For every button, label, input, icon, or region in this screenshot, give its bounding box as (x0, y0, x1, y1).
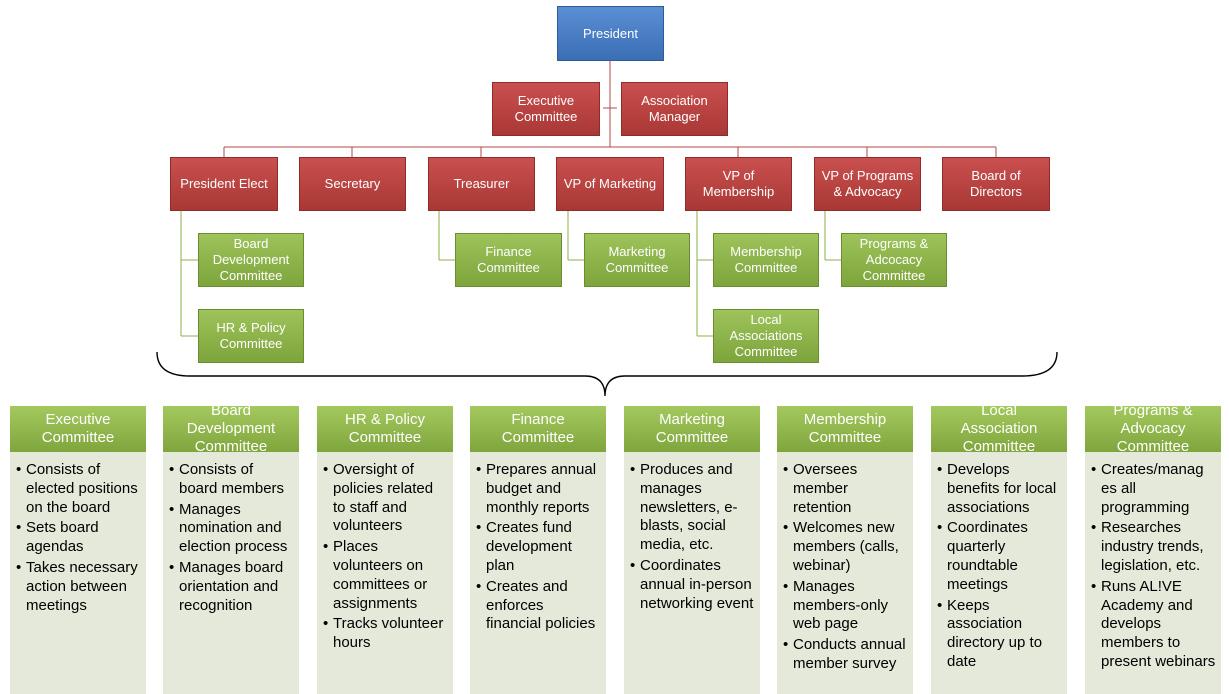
grouping-brace (156, 351, 1058, 397)
list-item: Researches industry trends, legislation,… (1091, 519, 1217, 575)
list-item: Manages board orientation and recognitio… (169, 559, 295, 615)
officer-vp-membership: VP of Membership (685, 157, 792, 211)
officer-vp-programs-advocacy: VP of Programs & Advocacy (814, 157, 921, 211)
panel-list: Consists of board members Manages nomina… (169, 461, 295, 617)
panel-title: Marketing Committee (624, 406, 760, 452)
detail-panel-marketing: Marketing Committee Produces and manages… (624, 406, 760, 694)
list-item: Oversees member retention (783, 461, 909, 517)
officer-president-elect: President Elect (170, 157, 278, 211)
panel-title: Membership Committee (777, 406, 913, 452)
panel-title: Board Development Committee (163, 402, 299, 455)
list-item: Consists of elected positions on the boa… (16, 461, 142, 517)
list-item: Manages members-only web page (783, 578, 909, 634)
detail-panel-hr-policy: HR & Policy Committee Oversight of polic… (317, 406, 453, 694)
committee-membership: Membership Committee (713, 233, 819, 287)
committee-hr-policy: HR & Policy Committee (198, 309, 304, 363)
officer-secretary: Secretary (299, 157, 406, 211)
committee-marketing: Marketing Committee (584, 233, 690, 287)
detail-panel-finance: Finance Committee Prepares annual budget… (470, 406, 606, 694)
panel-title: Programs & Advocacy Committee (1085, 402, 1221, 455)
officer-treasurer: Treasurer (428, 157, 535, 211)
list-item: Creates fund development plan (476, 519, 602, 575)
committee-local-associations: Local Associations Committee (713, 309, 819, 363)
association-manager-box: Association Manager (621, 82, 728, 136)
panel-list: Oversees member retention Welcomes new m… (783, 461, 909, 676)
panel-list: Consists of elected positions on the boa… (16, 461, 142, 617)
detail-panel-membership: Membership Committee Oversees member ret… (777, 406, 913, 694)
committee-finance: Finance Committee (455, 233, 562, 287)
list-item: Consists of board members (169, 461, 295, 499)
list-item: Manages nomination and election process (169, 501, 295, 557)
detail-panel-board-development: Board Development Committee Consists of … (163, 402, 299, 694)
detail-panel-local-association: Local Association Committee Develops ben… (931, 402, 1067, 694)
officer-board-of-directors: Board of Directors (942, 157, 1050, 211)
panel-list: Prepares annual budget and monthly repor… (476, 461, 602, 636)
list-item: Creates/manag es all programming (1091, 461, 1217, 517)
committee-programs-advocacy: Programs & Adcocacy Committee (841, 233, 947, 287)
list-item: Creates and enforces financial policies (476, 578, 602, 634)
list-item: Welcomes new members (calls, webinar) (783, 519, 909, 575)
list-item: Tracks volunteer hours (323, 615, 449, 653)
list-item: Coordinates annual in-person networking … (630, 557, 756, 613)
panel-list: Creates/manag es all programming Researc… (1091, 461, 1217, 674)
detail-panel-executive: Executive Committee Consists of elected … (10, 406, 146, 694)
officer-vp-marketing: VP of Marketing (556, 157, 664, 211)
list-item: Runs AL!VE Academy and develops members … (1091, 578, 1217, 672)
list-item: Places volunteers on committees or assig… (323, 538, 449, 613)
list-item: Oversight of policies related to staff a… (323, 461, 449, 536)
list-item: Takes necessary action between meetings (16, 559, 142, 615)
list-item: Produces and manages newsletters, e-blas… (630, 461, 756, 555)
president-box: President (557, 6, 664, 61)
panel-title: Local Association Committee (931, 402, 1067, 455)
panel-list: Produces and manages newsletters, e-blas… (630, 461, 756, 615)
panel-title: Finance Committee (470, 406, 606, 452)
panel-title: HR & Policy Committee (317, 406, 453, 452)
committee-board-development: Board Development Committee (198, 233, 304, 287)
list-item: Prepares annual budget and monthly repor… (476, 461, 602, 517)
list-item: Coordinates quarterly roundtable meeting… (937, 519, 1063, 594)
panel-title: Executive Committee (10, 406, 146, 452)
list-item: Keeps association directory up to date (937, 597, 1063, 672)
panel-list: Develops benefits for local associations… (937, 461, 1063, 674)
detail-panel-programs-advocacy: Programs & Advocacy Committee Creates/ma… (1085, 402, 1221, 694)
list-item: Sets board agendas (16, 519, 142, 557)
list-item: Develops benefits for local associations (937, 461, 1063, 517)
panel-list: Oversight of policies related to staff a… (323, 461, 449, 655)
executive-committee-box: Executive Committee (492, 82, 600, 136)
list-item: Conducts annual member survey (783, 636, 909, 674)
